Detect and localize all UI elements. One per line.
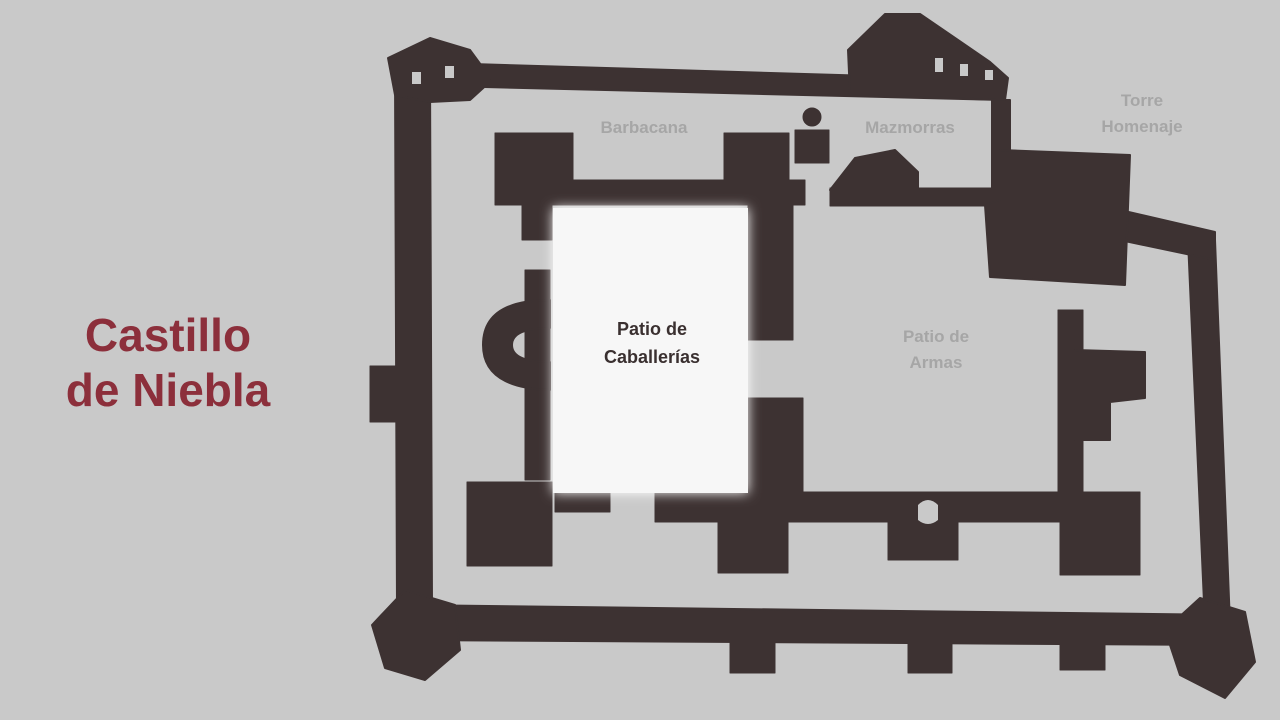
label-patio-armas-line-2: Armas	[909, 353, 963, 373]
inner-west-bastion	[482, 299, 551, 391]
crenel	[685, 95, 692, 105]
label-mazmorras: Mazmorras	[865, 115, 955, 141]
barbacana-block-east	[723, 132, 790, 194]
crenel	[570, 93, 577, 103]
label-patio-armas: Patio de Armas	[903, 324, 969, 377]
west-bastion	[369, 365, 405, 423]
mazmorras-wall	[829, 187, 996, 207]
north-west-tower	[387, 37, 493, 103]
south-west-room	[466, 481, 553, 567]
outer-wall-west	[394, 71, 433, 609]
label-mazmorras-text: Mazmorras	[865, 118, 955, 137]
castle-title-line-1: Castillo	[84, 309, 252, 361]
crenel	[625, 94, 632, 104]
south-bastion-1	[729, 639, 776, 674]
outer-wall-south	[404, 604, 1236, 646]
mazmorras-vault	[829, 149, 919, 191]
label-barbacana-text: Barbacana	[600, 118, 688, 137]
label-torre-line-2: Homenaje	[1101, 117, 1183, 137]
crenel	[445, 66, 454, 78]
label-patio-caballerias: Patio de Caballerías	[604, 316, 700, 372]
castle-title-line-2: de Niebla	[65, 364, 271, 417]
crenel	[712, 96, 719, 106]
north-tower	[847, 13, 1009, 101]
outer-wall-east	[1187, 239, 1231, 626]
torre-homenaje	[984, 149, 1131, 286]
castle-title: Castillo de Niebla	[28, 308, 308, 418]
crenel	[960, 64, 968, 76]
crenel	[655, 95, 662, 105]
patio-caballerias-east-wall	[747, 189, 794, 341]
label-patio-armas-line-1: Patio de	[902, 327, 970, 346]
patio-caballerias-area	[553, 208, 748, 493]
south-bastion-2	[907, 639, 953, 674]
east-wall-link	[1119, 209, 1216, 261]
south-bastion-3	[1059, 639, 1106, 671]
crenel	[545, 92, 552, 102]
crenel	[766, 96, 773, 106]
south-west-wall-link	[554, 489, 611, 513]
crenel	[788, 97, 795, 107]
crenel	[412, 72, 421, 84]
south-wall-notch	[918, 500, 938, 524]
crenel	[738, 96, 745, 106]
label-barbacana: Barbacana	[601, 115, 688, 141]
crenel	[520, 92, 527, 102]
inner-east-room	[1074, 349, 1146, 441]
inner-south-room-1	[717, 514, 789, 574]
crenel	[935, 58, 943, 72]
inner-west-spur	[521, 199, 553, 241]
crenellations	[412, 58, 993, 107]
mazmorras-small-room	[794, 129, 830, 164]
label-torre-line-1: Torre	[1120, 91, 1164, 110]
label-patio-caballerias-line-2: Caballerías	[603, 346, 701, 367]
crenel	[985, 70, 993, 80]
label-patio-caballerias-line-1: Patio de	[616, 319, 687, 339]
south-east-tower	[1164, 597, 1256, 699]
label-torre-homenaje: Torre Homenaje	[1101, 88, 1182, 141]
crenel	[500, 92, 507, 102]
mazmorras-well	[802, 107, 822, 127]
south-west-tower	[371, 589, 461, 681]
crenel	[598, 94, 605, 104]
